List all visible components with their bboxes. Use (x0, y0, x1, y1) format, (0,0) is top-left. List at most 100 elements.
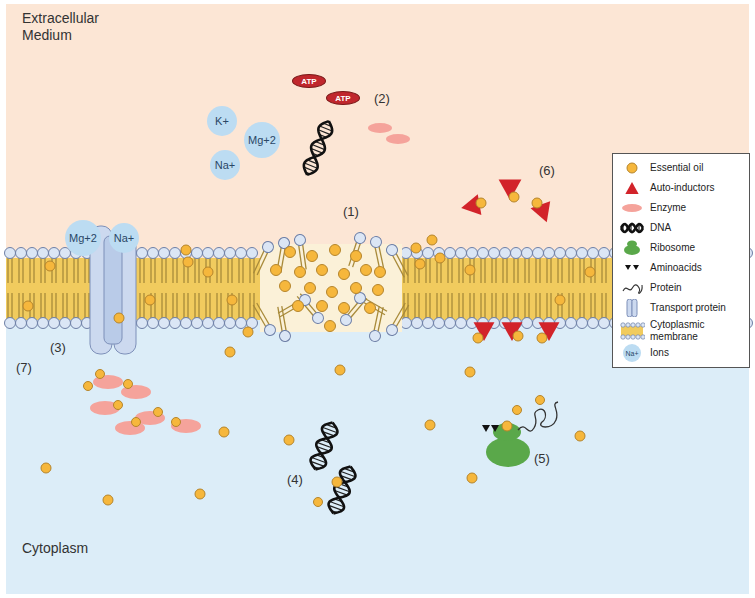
oil-droplet (373, 285, 384, 296)
atp-label: ATP (301, 77, 316, 86)
phospholipid (588, 293, 599, 329)
phospholipid (60, 293, 71, 329)
dna-helix (621, 224, 643, 232)
oil-droplet (325, 321, 336, 332)
phospholipid (522, 248, 533, 284)
oil-droplet (502, 421, 512, 431)
oil-droplet (41, 463, 51, 473)
enzyme (622, 204, 642, 212)
oil-droplet (307, 251, 318, 262)
oil-droplet (555, 295, 565, 305)
oil-droplet (154, 408, 163, 417)
oil-droplet (351, 251, 362, 262)
oil-droplet (339, 303, 350, 314)
legend-entry: Protein (619, 279, 743, 297)
phospholipid (544, 248, 555, 284)
oil-droplet (285, 247, 296, 258)
phospholipid (71, 293, 82, 329)
oil-droplet (172, 418, 181, 427)
phospholipid (412, 293, 423, 329)
phospholipid (276, 292, 312, 319)
phospholipid (214, 293, 225, 329)
dna-helix (301, 118, 336, 177)
oil-droplet (585, 267, 595, 277)
phospholipid (445, 293, 456, 329)
oil-droplet (317, 301, 328, 312)
phospholipid (345, 231, 366, 268)
protein-chain (518, 402, 558, 431)
phospholipid (16, 293, 27, 329)
oil-droplet (124, 380, 133, 389)
ion-circle: Mg+2 (65, 220, 101, 256)
oil-droplet (361, 265, 372, 276)
oil-droplet (243, 327, 253, 337)
legend-text: Ribosome (650, 242, 695, 254)
oil-droplet (375, 267, 386, 278)
phospholipid (148, 248, 159, 284)
oil-droplet (96, 370, 105, 379)
phospholipid (511, 248, 522, 284)
phospholipid (489, 248, 500, 284)
oil-droplet (132, 418, 141, 427)
legend-text: DNA (650, 222, 671, 234)
oil-droplet (219, 427, 229, 437)
ion-circle: Na+ (210, 150, 240, 180)
ion-circle: Na+ (109, 223, 139, 253)
oil-droplet (465, 265, 475, 275)
oil-droplet (536, 396, 545, 405)
amino-acid (491, 425, 499, 432)
oil-droplet (425, 420, 435, 430)
oil-droplet (467, 473, 477, 483)
legend-entry: Transport protein (619, 299, 743, 317)
phospholipid (352, 290, 388, 317)
amino-acid (482, 425, 490, 432)
phospholipid (203, 248, 214, 284)
phospholipid (214, 248, 225, 284)
phospholipid (27, 248, 38, 284)
atp-molecule: ATP (326, 91, 360, 105)
auto-inductor (502, 322, 523, 341)
oil-droplet (280, 281, 291, 292)
phospholipid (434, 293, 445, 329)
enzyme (368, 123, 392, 133)
callout-number: (3) (50, 340, 66, 356)
legend-text: Cytoplasmic membrane (650, 319, 743, 342)
phospholipid (225, 248, 236, 284)
legend-sample (619, 179, 645, 197)
phospholipid (137, 248, 148, 284)
oil-droplet (339, 269, 350, 280)
phospholipid (181, 293, 192, 329)
oil-droplet (575, 431, 585, 441)
phospholipid (170, 248, 181, 284)
phospholipid (599, 293, 610, 329)
phospholipid (203, 293, 214, 329)
phospholipid (192, 293, 203, 329)
phospholipid (434, 248, 445, 284)
oil-droplet (305, 283, 316, 294)
oil-droplet (415, 259, 425, 269)
phospholipid (522, 293, 533, 329)
legend-text: Transport protein (650, 302, 726, 314)
oil-droplet (295, 267, 306, 278)
phospholipid (456, 248, 467, 284)
callout-number: (1) (343, 204, 359, 220)
oil-droplet (227, 295, 237, 305)
phospholipid (5, 293, 16, 329)
phospholipid (456, 293, 467, 329)
oil-droplet (513, 331, 523, 341)
callout-number: (4) (287, 472, 303, 488)
atp-label: ATP (335, 94, 350, 103)
oil-droplet (84, 382, 93, 391)
phospholipid (588, 248, 599, 284)
phospholipid (294, 234, 310, 271)
dna-helix (326, 464, 358, 516)
oil-droplet (330, 245, 341, 256)
oil-droplet (365, 303, 376, 314)
cytoplasm-ground (6, 318, 749, 594)
callout-number: (7) (16, 360, 32, 376)
legend-text: Aminoacids (650, 262, 702, 274)
phospholipid (159, 248, 170, 284)
legend-entry: Cytoplasmic membrane (619, 319, 743, 342)
oil-droplet (532, 198, 542, 208)
phospholipid (599, 248, 610, 284)
